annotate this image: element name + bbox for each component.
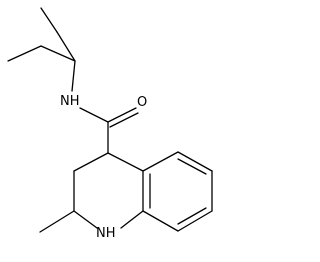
benzene-ring (142, 151, 213, 232)
bond-n-to-carbonyl (79, 107, 109, 123)
bond-c4a-c5 (142, 151, 179, 172)
molecule-structure: NH O NH (7, 7, 213, 241)
bond-c7-c8 (177, 210, 213, 232)
bond-ch2-left (40, 45, 76, 62)
bond-ethyl-top (40, 7, 58, 33)
bond-ch-to-n (71, 60, 76, 92)
carbonyl-oxygen-label: O (137, 95, 147, 110)
bond-inner-c7-c8 (177, 207, 207, 225)
bond-n1-c8a (120, 210, 144, 229)
bond-c4-c3 (73, 152, 109, 172)
bond-carbonyl-double-1 (107, 107, 137, 123)
bond-c2-methyl (39, 210, 75, 233)
bond-c8-c8a (142, 210, 179, 232)
bond-carbonyl-double-2 (109, 112, 139, 128)
amide-nitrogen-label: NH (60, 94, 80, 109)
bond-ch2-top (56, 31, 76, 62)
pentyl-group (7, 7, 76, 92)
ring-nitrogen-label: NH (96, 226, 116, 241)
bond-ethyl-left (7, 45, 42, 62)
bond-inner-c5-c6 (177, 158, 207, 175)
amide-group (79, 107, 139, 154)
bond-c4-c4a (107, 152, 144, 172)
bond-c5-c6 (177, 151, 213, 172)
saturated-ring (39, 152, 144, 233)
bond-c2-n1 (73, 210, 98, 229)
